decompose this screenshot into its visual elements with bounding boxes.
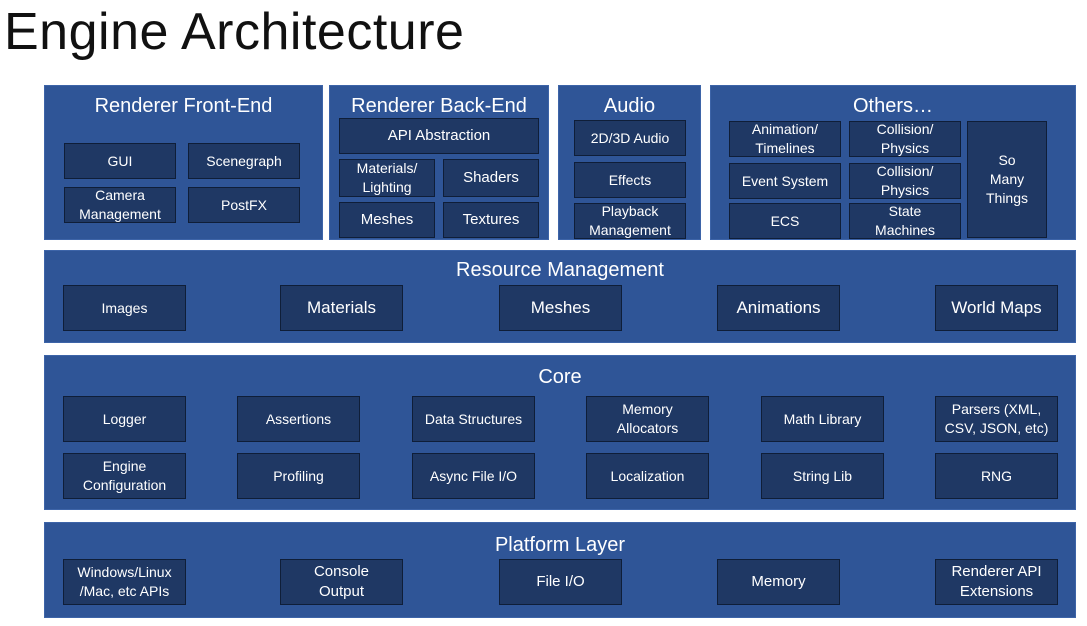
renderer-api-extensions-box: Renderer API Extensions bbox=[935, 559, 1058, 605]
shaders-box: Shaders bbox=[443, 159, 539, 197]
meshes-box: Meshes bbox=[339, 202, 435, 238]
audio-title: Audio bbox=[603, 95, 656, 117]
core-title: Core bbox=[538, 366, 582, 388]
scenegraph-box: Scenegraph bbox=[188, 143, 300, 179]
playback-management-box: Playback Management bbox=[574, 203, 686, 239]
renderer-front-end-title: Renderer Front-End bbox=[94, 95, 273, 117]
console-output-box: Console Output bbox=[280, 559, 403, 605]
memory-box: Memory bbox=[717, 559, 840, 605]
localization-box: Localization bbox=[586, 453, 709, 499]
images-box: Images bbox=[63, 285, 186, 331]
ecs-box: ECS bbox=[729, 203, 841, 239]
collision-physics-box-1: Collision/ Physics bbox=[849, 121, 961, 157]
animations-box: Animations bbox=[717, 285, 840, 331]
audio-panel: Audio 2D/3D Audio Effects Playback Manag… bbox=[558, 85, 701, 240]
renderer-back-end-panel: Renderer Back-End API Abstraction Materi… bbox=[329, 85, 549, 240]
platform-layer-title: Platform Layer bbox=[494, 534, 626, 556]
renderer-back-end-title: Renderer Back-End bbox=[351, 95, 527, 117]
page-title: Engine Architecture bbox=[4, 3, 465, 61]
so-many-things-box: So Many Things bbox=[967, 121, 1047, 238]
data-structures-box: Data Structures bbox=[412, 396, 535, 442]
logger-box: Logger bbox=[63, 396, 186, 442]
postfx-box: PostFX bbox=[188, 187, 300, 223]
os-apis-box: Windows/Linux /Mac, etc APIs bbox=[63, 559, 186, 605]
others-title: Others… bbox=[852, 95, 934, 117]
resource-management-panel: Resource Management Images Materials Mes… bbox=[44, 250, 1076, 343]
textures-box: Textures bbox=[443, 202, 539, 238]
file-io-box: File I/O bbox=[499, 559, 622, 605]
string-lib-box: String Lib bbox=[761, 453, 884, 499]
camera-management-box: Camera Management bbox=[64, 187, 176, 223]
resource-management-title: Resource Management bbox=[456, 259, 664, 281]
profiling-box: Profiling bbox=[237, 453, 360, 499]
effects-box: Effects bbox=[574, 162, 686, 198]
engine-configuration-box: Engine Configuration bbox=[63, 453, 186, 499]
renderer-front-end-panel: Renderer Front-End GUI Scenegraph Camera… bbox=[44, 85, 323, 240]
world-maps-box: World Maps bbox=[935, 285, 1058, 331]
platform-layer-panel: Platform Layer Windows/Linux /Mac, etc A… bbox=[44, 522, 1076, 618]
collision-physics-box-2: Collision/ Physics bbox=[849, 163, 961, 199]
api-abstraction-box: API Abstraction bbox=[339, 118, 539, 154]
state-machines-box: State Machines bbox=[849, 203, 961, 239]
memory-allocators-box: Memory Allocators bbox=[586, 396, 709, 442]
materials-lighting-box: Materials/ Lighting bbox=[339, 159, 435, 197]
parsers-box: Parsers (XML, CSV, JSON, etc) bbox=[935, 396, 1058, 442]
gui-box: GUI bbox=[64, 143, 176, 179]
math-library-box: Math Library bbox=[761, 396, 884, 442]
rng-box: RNG bbox=[935, 453, 1058, 499]
animation-timelines-box: Animation/ Timelines bbox=[729, 121, 841, 157]
async-file-io-box: Async File I/O bbox=[412, 453, 535, 499]
others-panel: Others… Animation/ Timelines Collision/ … bbox=[710, 85, 1076, 240]
resource-meshes-box: Meshes bbox=[499, 285, 622, 331]
assertions-box: Assertions bbox=[237, 396, 360, 442]
core-panel: Core Logger Assertions Data Structures M… bbox=[44, 355, 1076, 510]
2d-3d-audio-box: 2D/3D Audio bbox=[574, 120, 686, 156]
materials-box: Materials bbox=[280, 285, 403, 331]
event-system-box: Event System bbox=[729, 163, 841, 199]
